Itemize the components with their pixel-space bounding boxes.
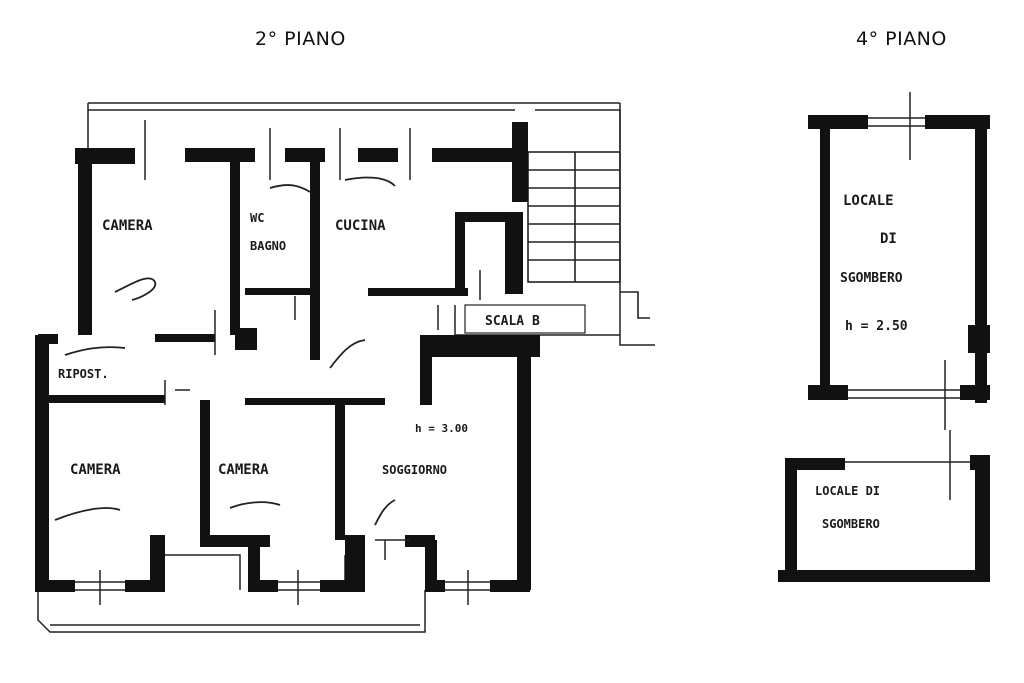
floor-title-4th: 4° PIANO bbox=[856, 28, 947, 50]
label-cucina: CUCINA bbox=[335, 218, 386, 234]
floor-title-2nd: 2° PIANO bbox=[255, 28, 346, 50]
door-swings bbox=[54, 176, 396, 526]
stair bbox=[527, 151, 650, 319]
floor-plan-4th bbox=[778, 92, 990, 582]
label-bagno: BAGNO bbox=[250, 239, 286, 253]
label-camera-1: CAMERA bbox=[102, 218, 153, 234]
thin-lines-4th bbox=[848, 92, 960, 430]
label-locale-1-line3: SGOMBERO bbox=[840, 271, 903, 286]
label-camera-2: CAMERA bbox=[70, 462, 121, 478]
room-labels-2nd: CAMERA WC BAGNO CUCINA RIPOST. SCALA B h… bbox=[58, 211, 540, 478]
room-labels-4th: LOCALE DI SGOMBERO h = 2.50 LOCALE DI SG… bbox=[815, 193, 908, 531]
label-wc: WC bbox=[250, 211, 264, 225]
label-locale-1-height: h = 2.50 bbox=[845, 319, 908, 334]
label-soggiorno: SOGGIORNO bbox=[382, 463, 447, 477]
label-locale-1-line2: DI bbox=[880, 231, 897, 247]
label-scala-b: SCALA B bbox=[485, 314, 540, 329]
thin-lines-4th-lower bbox=[845, 430, 970, 500]
label-locale-1-line1: LOCALE bbox=[843, 193, 894, 209]
floor-plan-2nd bbox=[35, 102, 655, 633]
label-ripostiglio: RIPOST. bbox=[58, 367, 109, 381]
label-camera-3: CAMERA bbox=[218, 462, 269, 478]
label-height-note: h = 3.00 bbox=[415, 422, 468, 435]
label-locale-2-line2: SGOMBERO bbox=[822, 517, 880, 531]
label-locale-2-line1: LOCALE DI bbox=[815, 484, 880, 498]
window-marks bbox=[75, 120, 490, 605]
